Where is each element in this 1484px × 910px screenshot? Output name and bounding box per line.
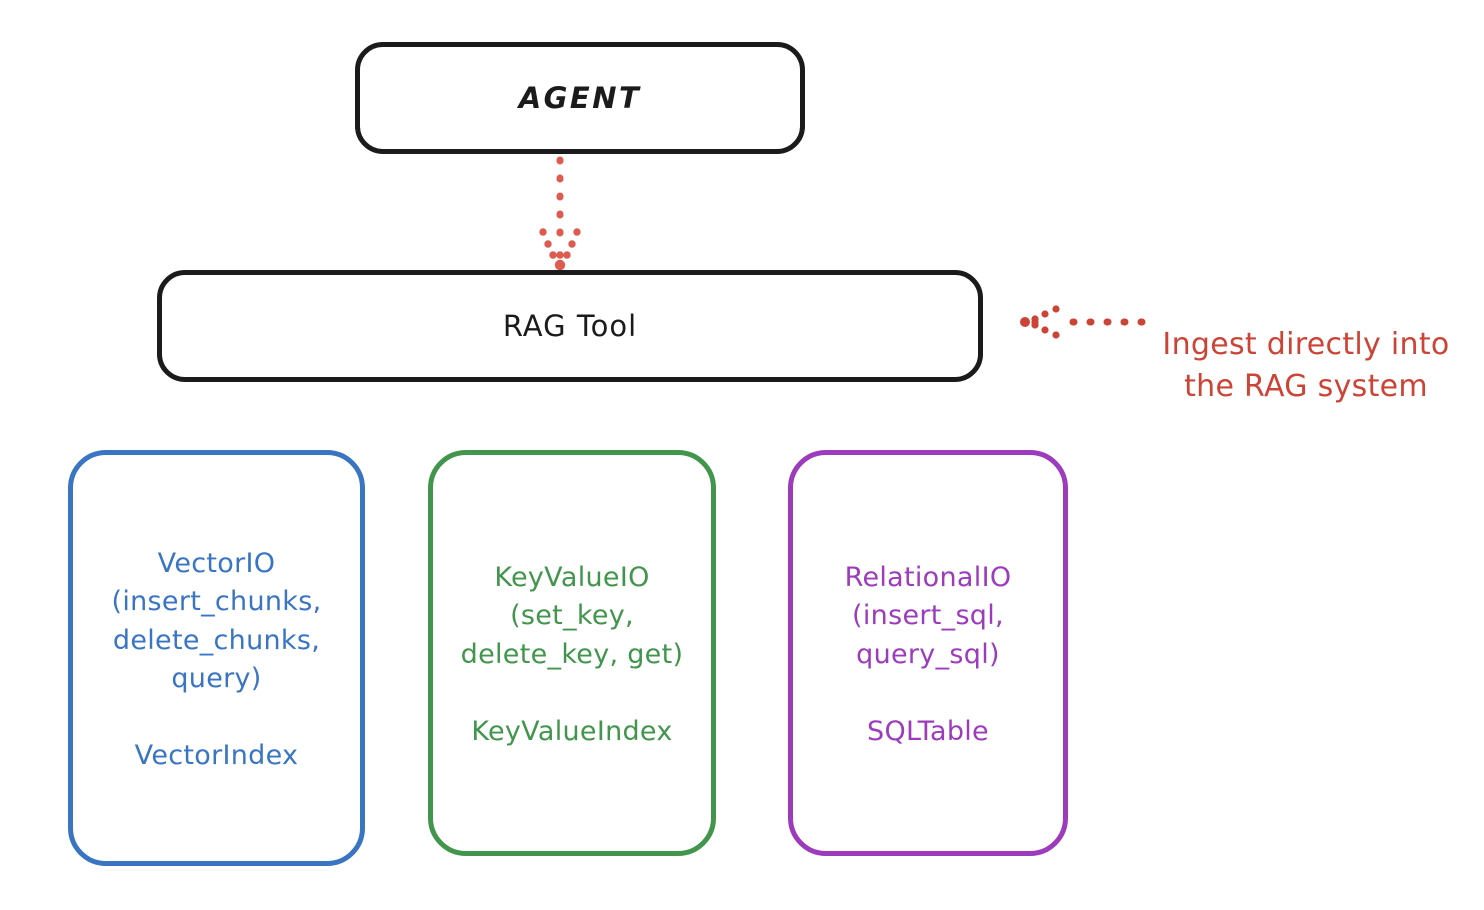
node-agent-label: AGENT <box>518 80 642 115</box>
node-vector-io-api: VectorIO (insert_chunks, delete_chunks, … <box>111 548 322 694</box>
connector-ingest-arrow <box>1020 305 1146 339</box>
annotation-ingest-text: Ingest directly into the RAG system <box>1162 327 1450 404</box>
connector-ingest-arrow-arrowhead <box>1020 305 1060 339</box>
node-relational-io-api: RelationalIO (insert_sql, query_sql) <box>844 562 1012 670</box>
node-relational-io[interactable]: RelationalIO (insert_sql, query_sql) SQL… <box>788 450 1068 856</box>
node-agent[interactable]: AGENT <box>355 42 805 154</box>
node-rag-tool-label: RAG Tool <box>502 308 638 343</box>
node-key-value-io-index: KeyValueIndex <box>471 715 673 747</box>
node-rag-tool[interactable]: RAG Tool <box>157 270 983 382</box>
node-vector-io-index: VectorIndex <box>134 740 299 772</box>
node-vector-io[interactable]: VectorIO (insert_chunks, delete_chunks, … <box>68 450 365 866</box>
connector-agent-to-rag-tool <box>539 156 581 271</box>
node-key-value-io[interactable]: KeyValueIO (set_key, delete_key, get) Ke… <box>428 450 716 856</box>
connector-agent-to-rag-tool-arrowhead <box>539 228 581 271</box>
node-relational-io-index: SQLTable <box>867 715 989 747</box>
annotation-ingest: Ingest directly into the RAG system <box>1146 283 1466 407</box>
node-key-value-io-api: KeyValueIO (set_key, delete_key, get) <box>460 562 684 670</box>
